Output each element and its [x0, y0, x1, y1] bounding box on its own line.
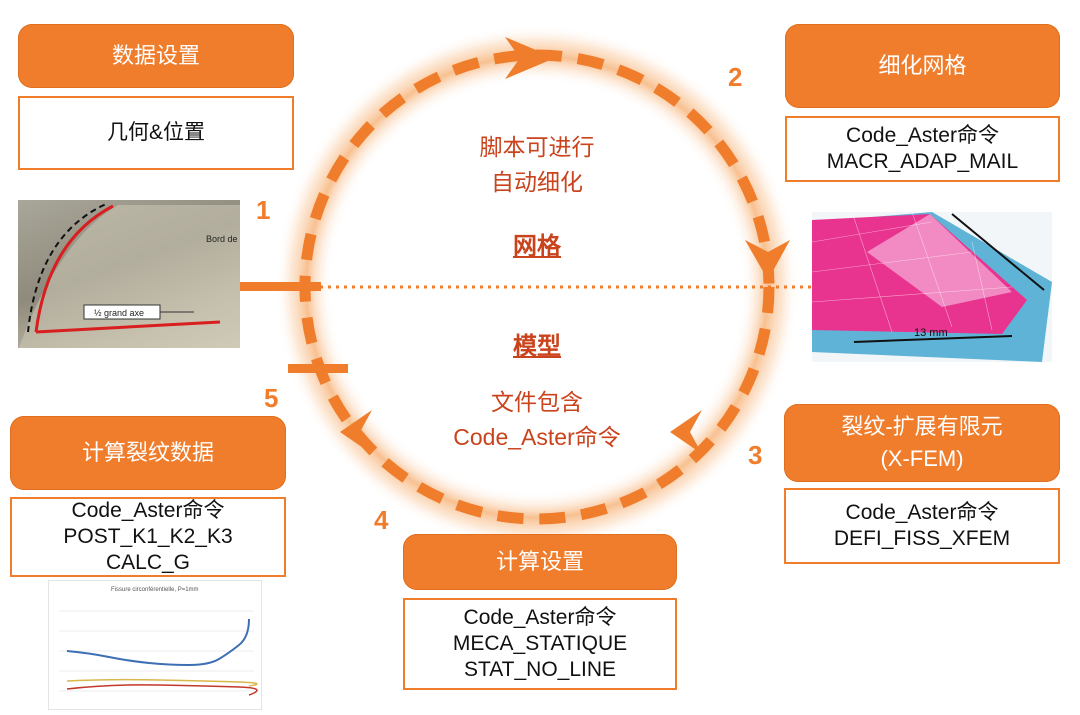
center-bottom-line1: 文件包含: [491, 389, 583, 415]
photo-label-1: Bord de sortie: [206, 234, 240, 244]
step5-body-line3: CALC_G: [105, 551, 191, 575]
step5-number: 5: [264, 383, 279, 413]
center-top-line2: 自动细化: [491, 168, 583, 195]
step2-body-box: Code_Aster命令 MACR_ADAP_MAIL: [785, 116, 1060, 182]
step1-title: 数据设置: [111, 43, 200, 69]
center-top-text: 脚本可进行 自动细化: [417, 130, 657, 199]
step5-body-line2: POST_K1_K2_K3: [63, 524, 233, 548]
center-top-line1: 脚本可进行: [479, 134, 595, 160]
mesh-title: 网格: [513, 233, 561, 260]
step5-bar: [288, 364, 348, 373]
step4-title: 计算设置: [495, 549, 584, 575]
crack-photo: Bord de sortie ½ grand axe: [18, 200, 240, 348]
arrow-top-icon: [505, 37, 555, 79]
step3-body-box: Code_Aster命令 DEFI_FISS_XFEM: [784, 488, 1060, 564]
arrow-bottom-left-icon: [340, 410, 372, 454]
step2-body-line1: Code_Aster命令: [846, 123, 999, 147]
step3-title-box: 裂纹-扩展有限元 (X-FEM): [784, 404, 1060, 482]
plot-title: Fissure circonférentielle, P=1mm: [111, 587, 199, 593]
step5-body-line1: Code_Aster命令: [71, 498, 225, 522]
center-bottom-text: 文件包含 Code_Aster命令: [405, 385, 669, 454]
step5-title: 计算裂纹数据: [81, 440, 214, 466]
step1-bar: [229, 282, 321, 291]
step4-title-box: 计算设置: [403, 534, 677, 590]
step3-title-line1: 裂纹-扩展有限元: [841, 414, 1003, 440]
center-bottom-line2: Code_Aster命令: [453, 423, 621, 450]
step3-body-line2: DEFI_FISS_XFEM: [833, 527, 1011, 550]
step3-body-line1: Code_Aster命令: [845, 500, 999, 524]
step1-body-line: 几何&位置: [106, 120, 205, 144]
fem-mesh-image: 13 mm: [812, 212, 1052, 362]
step1-title-box: 数据设置: [18, 24, 294, 88]
step4-number: 4: [374, 505, 389, 535]
result-plot: Fissure circonférentielle, P=1mm: [48, 580, 262, 710]
step2-number: 2: [728, 62, 743, 92]
step3-number: 3: [748, 440, 763, 470]
step4-body-box: Code_Aster命令 MECA_STATIQUE STAT_NO_LINE: [403, 598, 677, 690]
arrow-bottom-right-icon: [670, 410, 702, 454]
model-title: 模型: [513, 333, 561, 360]
step4-body-line3: STAT_NO_LINE: [463, 658, 617, 682]
step3-title-line2: (X-FEM): [880, 446, 964, 471]
photo-label-2: ½ grand axe: [94, 308, 144, 318]
step5-body-box: Code_Aster命令 POST_K1_K2_K3 CALC_G: [10, 497, 286, 577]
step1-number: 1: [256, 195, 271, 225]
step2-body-line2: MACR_ADAP_MAIL: [826, 150, 1019, 173]
fem-label: 13 mm: [914, 327, 948, 339]
step4-body-line2: MECA_STATIQUE: [452, 631, 628, 655]
step4-body-line1: Code_Aster命令: [463, 605, 617, 629]
step5-title-box: 计算裂纹数据: [10, 416, 286, 490]
arrow-right-icon: [745, 240, 790, 280]
step2-title-box: 细化网格: [785, 24, 1060, 108]
step1-body-box: 几何&位置: [18, 96, 294, 170]
step2-title: 细化网格: [878, 53, 967, 79]
